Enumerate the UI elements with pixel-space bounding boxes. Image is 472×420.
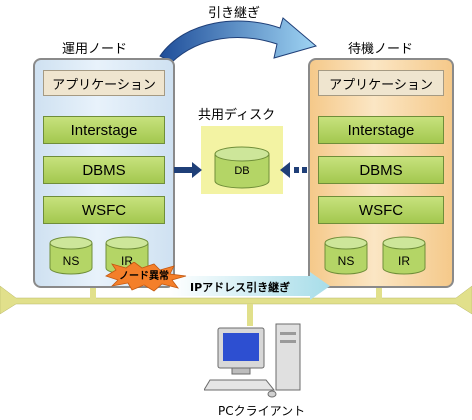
client-connector: [247, 304, 253, 326]
shared-db-label: DB: [234, 165, 250, 177]
pc-client-icon: [204, 323, 301, 398]
standby-node: アプリケーション Interstage DBMS WSFC NS IR: [308, 58, 454, 288]
active-interstage: Interstage: [43, 116, 165, 144]
standby-interstage: Interstage: [318, 116, 444, 144]
active-ns-disk: NS: [49, 236, 93, 276]
failure-burst-icon: [105, 262, 187, 292]
standby-application: アプリケーション: [318, 70, 444, 96]
shared-disk-title: 共用ディスク: [198, 108, 276, 123]
failure-label: ノード異常: [119, 271, 169, 282]
standby-to-disk-arrow: [280, 162, 307, 178]
active-node-title: 運用ノード: [62, 42, 128, 57]
handover-label: 引き継ぎ: [208, 6, 261, 21]
standby-ir-disk: IR: [382, 236, 426, 276]
standby-wsfc: WSFC: [318, 196, 444, 224]
standby-ir-label: IR: [398, 254, 410, 268]
active-to-disk-arrow: [174, 162, 202, 178]
active-application: アプリケーション: [43, 70, 165, 96]
shared-db-disk: DB: [214, 146, 270, 190]
ip-handover-arrow: [170, 272, 330, 300]
standby-node-title: 待機ノード: [348, 42, 414, 57]
handover-arrow: [159, 17, 318, 63]
network-bar: [0, 285, 472, 315]
standby-ns-label: NS: [337, 254, 355, 268]
active-ns-label: NS: [62, 254, 80, 268]
active-dbms: DBMS: [43, 156, 165, 184]
standby-node-connector: [376, 288, 382, 300]
standby-dbms: DBMS: [318, 156, 444, 184]
active-node: アプリケーション Interstage DBMS WSFC NS IR: [33, 58, 175, 288]
client-label: PCクライアント: [218, 404, 306, 418]
active-node-connector: [90, 288, 96, 300]
standby-ns-disk: NS: [324, 236, 368, 276]
ip-handover-label: IPアドレス引き継ぎ: [190, 281, 291, 294]
active-wsfc: WSFC: [43, 196, 165, 224]
